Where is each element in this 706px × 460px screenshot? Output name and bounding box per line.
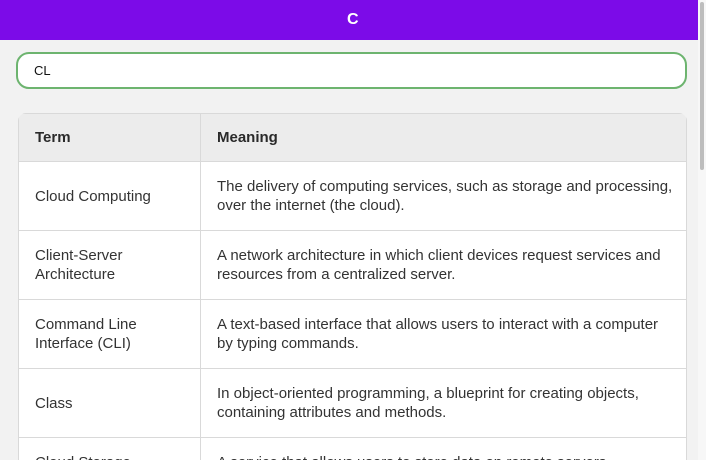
search-input[interactable] bbox=[16, 52, 687, 89]
meaning-cell: In object-oriented programming, a bluepr… bbox=[200, 368, 687, 438]
column-header-term: Term bbox=[18, 113, 201, 162]
meaning-cell: A service that allows users to store dat… bbox=[200, 437, 687, 460]
scrollbar-thumb[interactable] bbox=[700, 2, 704, 170]
term-cell: Client-Server Architecture bbox=[18, 230, 201, 300]
column-header-meaning: Meaning bbox=[200, 113, 687, 162]
term-cell: Class bbox=[18, 368, 201, 438]
app-header: C bbox=[0, 0, 706, 40]
scrollbar-track[interactable] bbox=[698, 0, 706, 460]
page-title: C bbox=[346, 11, 360, 28]
term-cell: Cloud Computing bbox=[18, 161, 201, 231]
table-row: Command Line Interface (CLI)A text-based… bbox=[18, 299, 687, 369]
term-cell: Command Line Interface (CLI) bbox=[18, 299, 201, 369]
table-header-row: Term Meaning bbox=[18, 113, 687, 162]
meaning-cell: The delivery of computing services, such… bbox=[200, 161, 687, 231]
term-cell: Cloud Storage bbox=[18, 437, 201, 460]
meaning-cell: A text-based interface that allows users… bbox=[200, 299, 687, 369]
table-row: Cloud StorageA service that allows users… bbox=[18, 437, 687, 460]
meaning-cell: A network architecture in which client d… bbox=[200, 230, 687, 300]
search-row bbox=[16, 52, 687, 89]
